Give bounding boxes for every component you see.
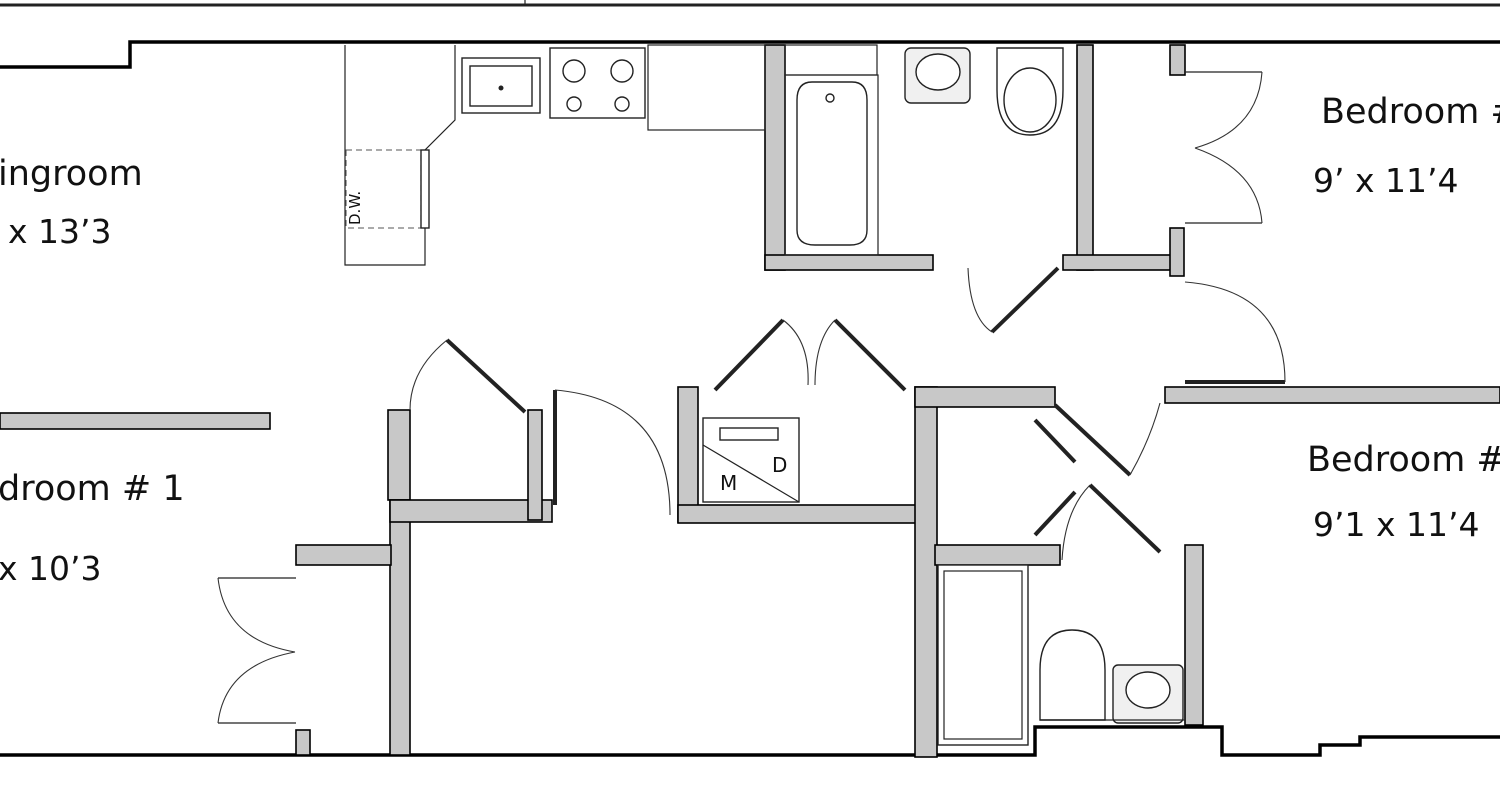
living-room-name: ingroom	[0, 154, 143, 194]
bedroom1-name: droom # 1	[0, 469, 185, 509]
bedroom3-dimensions: 9’1 x 11’4	[1313, 505, 1479, 544]
bathroom-second	[937, 564, 1185, 746]
washer-label: M	[720, 471, 737, 495]
dryer-label: D	[772, 453, 787, 477]
bedroom2-name: Bedroom #	[1321, 92, 1500, 132]
exterior-walls	[0, 40, 1500, 757]
toilet-icon	[1039, 629, 1106, 721]
bedroom1-dimensions: x 10’3	[0, 549, 102, 588]
bathroom-main	[784, 44, 1064, 256]
interior-walls	[0, 44, 1500, 758]
bathtub-icon	[796, 81, 868, 246]
room-labels: ingroom x 13’3 droom # 1 x 10’3 Bedroom …	[0, 92, 1500, 588]
bedroom3-name: Bedroom #	[1307, 440, 1500, 480]
stove-icon	[549, 47, 646, 119]
page-frame	[0, 0, 1500, 7]
dishwasher-label: D.W.	[346, 191, 364, 225]
living-room-dimensions: x 13’3	[8, 212, 112, 251]
shower-icon	[937, 564, 1029, 746]
bedroom2-dimensions: 9’ x 11’4	[1313, 161, 1458, 200]
kitchen: D.W.	[344, 44, 766, 266]
laundry: M D	[702, 417, 800, 503]
doors	[217, 44, 1286, 756]
